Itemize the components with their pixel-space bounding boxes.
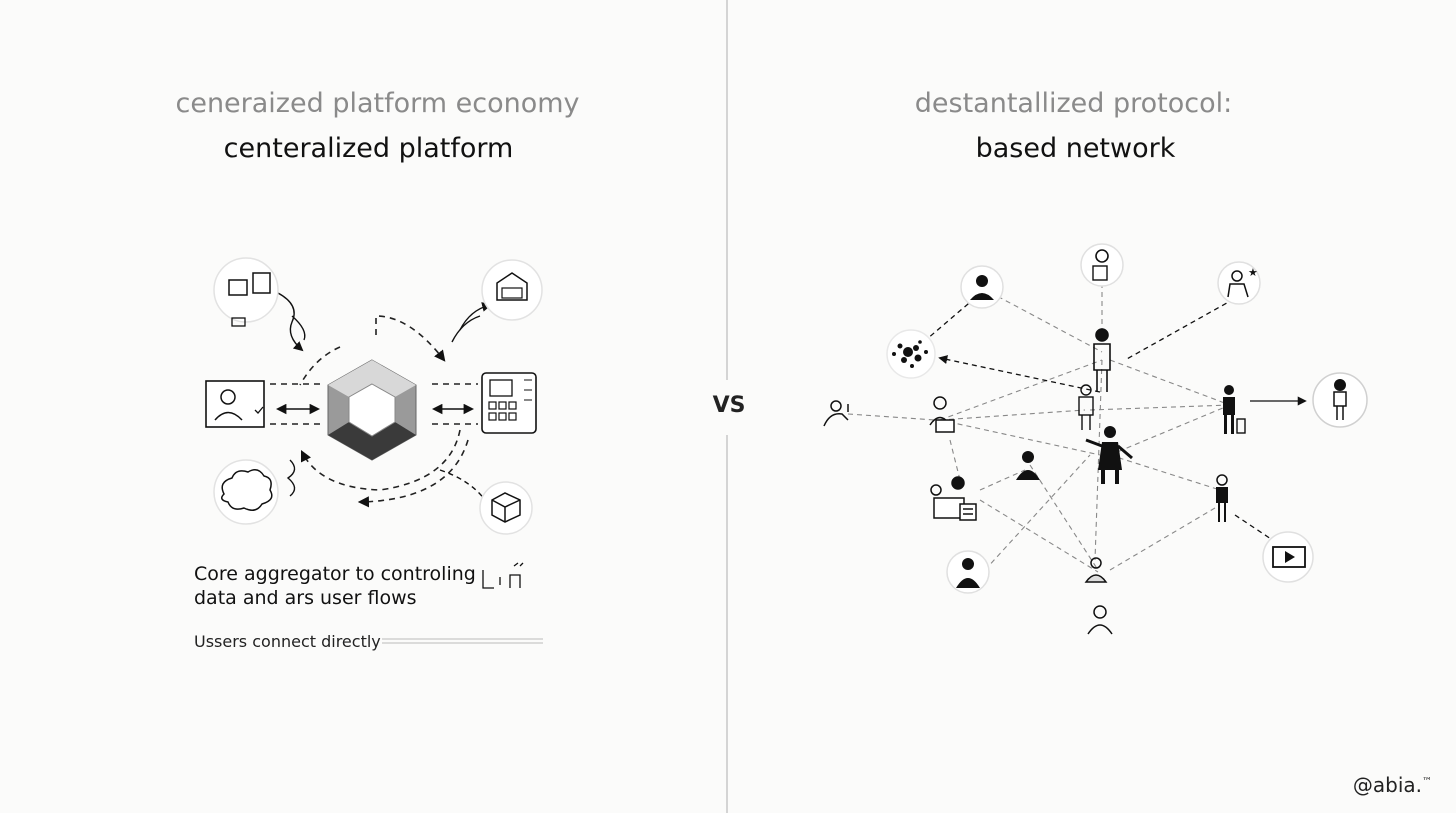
person-at-laptop-icon bbox=[205, 380, 265, 428]
person-waving-icon bbox=[823, 400, 849, 427]
central-hexagon-icon bbox=[327, 359, 417, 461]
person-icon bbox=[1016, 451, 1040, 480]
right-subtitle: destantallized protocol: bbox=[914, 88, 1233, 119]
right-panel: destantallized protocol: based network bbox=[730, 0, 1456, 813]
chat-screen-icon bbox=[213, 257, 279, 327]
person-icon bbox=[960, 265, 1004, 309]
standing-person-icon bbox=[1093, 328, 1111, 392]
right-title: based network bbox=[975, 133, 1176, 164]
person-at-desk-icon bbox=[929, 396, 955, 433]
network-edges bbox=[847, 283, 1231, 573]
package-box-icon bbox=[479, 481, 533, 535]
decentralized-network: ★ bbox=[823, 243, 1368, 635]
caption-line-1: Core aggregator to controling bbox=[194, 563, 476, 585]
vs-label: VS bbox=[712, 393, 746, 418]
brand-handle-mark: ™ bbox=[1422, 776, 1432, 788]
brand-handle-text: @abia. bbox=[1352, 773, 1422, 797]
divider-top bbox=[726, 0, 728, 380]
person-icon bbox=[1084, 557, 1108, 583]
group-at-laptop-icon bbox=[930, 476, 977, 521]
left-panel: ceneraized platform economy centeralized… bbox=[0, 0, 727, 813]
particles-cluster-icon bbox=[886, 329, 936, 379]
chart-glyph-icon bbox=[482, 562, 524, 589]
left-subtitle: ceneraized platform economy bbox=[175, 88, 580, 119]
divider-bottom bbox=[726, 435, 728, 813]
woman-icon bbox=[946, 550, 990, 594]
brand-handle: @abia.™ bbox=[1353, 773, 1432, 797]
person-with-document-icon bbox=[1080, 243, 1124, 287]
cloud-puzzle-icon bbox=[213, 459, 279, 525]
caption-line-2: data and ars user flows bbox=[194, 587, 417, 609]
standing-person-icon bbox=[1216, 474, 1228, 522]
left-caption: Core aggregator to controling data and a… bbox=[194, 562, 476, 610]
left-title: centeralized platform bbox=[223, 133, 514, 164]
standing-person-icon bbox=[1078, 384, 1094, 430]
keypad-device-icon bbox=[481, 372, 537, 434]
centralized-diagram bbox=[205, 257, 543, 644]
svg-text:★: ★ bbox=[1248, 266, 1258, 279]
house-chart-icon bbox=[481, 259, 543, 321]
person-with-luggage-icon bbox=[1223, 385, 1246, 434]
left-footer-text: Ussers connect directly bbox=[194, 632, 381, 651]
play-button-icon bbox=[1262, 531, 1314, 583]
person-icon bbox=[1087, 605, 1113, 635]
person-circle-icon bbox=[1312, 372, 1368, 428]
person-star-icon: ★ bbox=[1217, 261, 1261, 305]
orbit-arrows bbox=[270, 315, 478, 508]
businessman-icon bbox=[1085, 426, 1133, 484]
